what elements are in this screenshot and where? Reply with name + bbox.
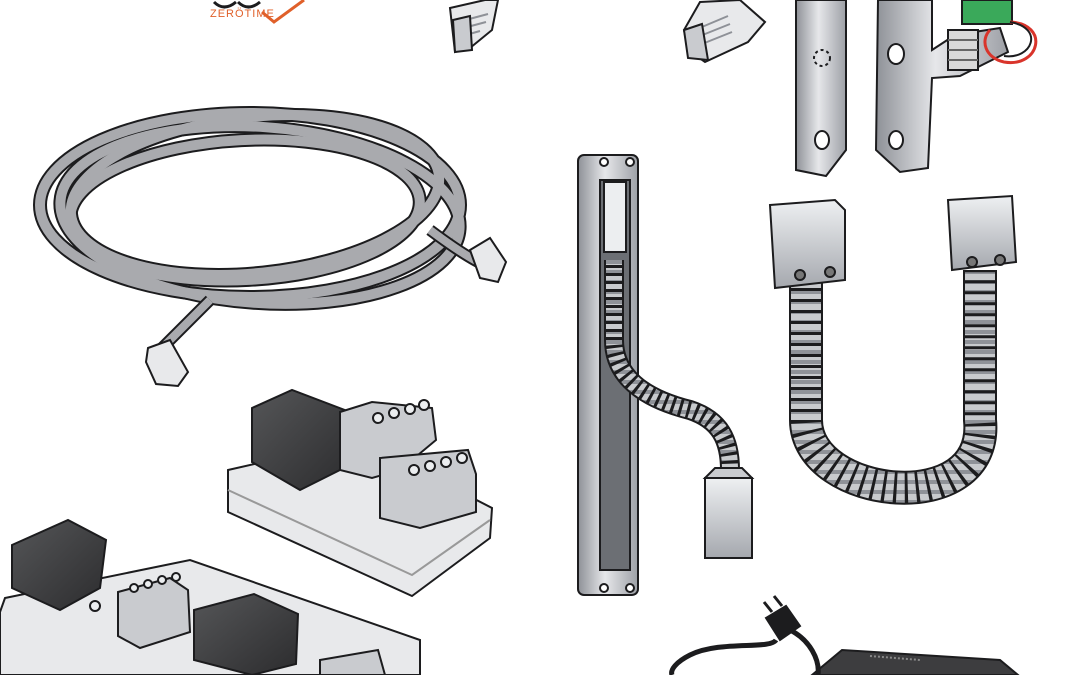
electric-strike-lock [795,0,1038,178]
power-supply-adapter [669,595,1020,675]
rj45-plug-top-left [448,0,500,54]
zerotime-logo [212,0,305,24]
cable-plug-right [468,236,508,284]
coiled-network-cable [33,106,481,355]
junction-board-long [0,518,421,675]
zerotime-logo-text: ZERÖTIME [210,8,275,20]
cable-plug-bottom [144,338,190,388]
rail-door-cable-loop [577,154,755,596]
rj45-plug-top-right [682,0,767,64]
armored-door-cable-loop [768,194,1018,505]
junction-box-small [227,388,494,598]
